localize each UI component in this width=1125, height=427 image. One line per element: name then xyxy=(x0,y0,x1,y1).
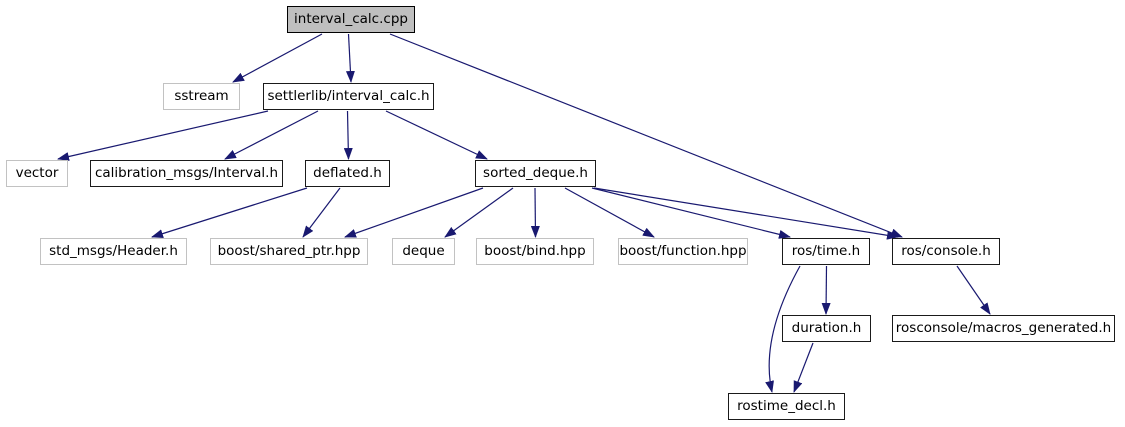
graph-node-std_msgs_header_h: std_msgs/Header.h xyxy=(40,238,187,265)
edge-deflated_h-to-boost_shared_ptr_hpp xyxy=(302,187,341,238)
graph-node-rostime_decl_h[interactable]: rostime_decl.h xyxy=(728,393,845,420)
graph-node-rosconsole_macros_generated_h[interactable]: rosconsole/macros_generated.h xyxy=(892,315,1115,342)
graph-node-label: rostime_decl.h xyxy=(737,397,836,414)
graph-node-label: deque xyxy=(402,242,445,259)
graph-node-settlerlib_interval_calc_h[interactable]: settlerlib/interval_calc.h xyxy=(263,83,434,110)
graph-node-label: ros/console.h xyxy=(901,242,991,259)
graph-node-label: sstream xyxy=(174,87,229,104)
edge-duration_h-to-rostime_decl_h xyxy=(793,342,814,393)
graph-node-label: ros/time.h xyxy=(791,242,861,259)
edge-sorted_deque_h-to-boost_function_hpp xyxy=(564,187,655,238)
graph-node-boost_function_hpp: boost/function.hpp xyxy=(618,238,748,265)
edge-settlerlib_interval_calc_h-to-deflated_h xyxy=(343,110,353,160)
graph-node-interval_calc_cpp: interval_calc.cpp xyxy=(287,6,415,33)
graph-node-label: rosconsole/macros_generated.h xyxy=(895,319,1112,336)
edge-interval_calc_cpp-to-sstream xyxy=(232,33,323,83)
graph-node-boost_bind_hpp: boost/bind.hpp xyxy=(476,238,594,265)
graph-node-deque: deque xyxy=(392,238,455,265)
graph-node-label: sorted_deque.h xyxy=(483,164,588,181)
graph-node-calibration_msgs_interval_h[interactable]: calibration_msgs/Interval.h xyxy=(90,160,283,187)
graph-node-vector: vector xyxy=(6,160,68,187)
edge-sorted_deque_h-to-boost_bind_hpp xyxy=(530,187,540,238)
graph-node-label: duration.h xyxy=(791,319,862,336)
edge-deflated_h-to-std_msgs_header_h xyxy=(151,187,308,238)
graph-node-label: boost/function.hpp xyxy=(619,242,747,259)
graph-node-duration_h[interactable]: duration.h xyxy=(782,315,871,342)
graph-node-label: interval_calc.cpp xyxy=(294,10,408,27)
edge-settlerlib_interval_calc_h-to-vector xyxy=(57,110,269,161)
graph-node-ros_time_h[interactable]: ros/time.h xyxy=(782,238,870,265)
graph-node-boost_shared_ptr_hpp: boost/shared_ptr.hpp xyxy=(210,238,368,265)
graph-node-label: boost/bind.hpp xyxy=(484,242,586,259)
edge-sorted_deque_h-to-ros_time_h xyxy=(591,187,791,239)
graph-node-label: settlerlib/interval_calc.h xyxy=(267,87,430,104)
edge-interval_calc_cpp-to-ros_console_h xyxy=(389,33,903,238)
graph-node-label: boost/shared_ptr.hpp xyxy=(217,242,361,259)
edge-settlerlib_interval_calc_h-to-sorted_deque_h xyxy=(385,110,488,160)
edge-interval_calc_cpp-to-settlerlib_interval_calc_h xyxy=(345,33,355,83)
edge-ros_console_h-to-rosconsole_macros_generated_h xyxy=(956,265,991,315)
graph-node-ros_console_h[interactable]: ros/console.h xyxy=(892,238,1000,265)
graph-node-label: deflated.h xyxy=(313,164,382,181)
edge-sorted_deque_h-to-boost_shared_ptr_hpp xyxy=(344,187,484,238)
edge-ros_time_h-to-duration_h xyxy=(821,265,831,315)
graph-node-sorted_deque_h[interactable]: sorted_deque.h xyxy=(475,160,596,187)
edge-sorted_deque_h-to-ros_console_h xyxy=(593,187,899,240)
graph-node-sstream: sstream xyxy=(163,83,240,110)
edge-settlerlib_interval_calc_h-to-calibration_msgs_interval_h xyxy=(224,110,319,160)
graph-node-deflated_h[interactable]: deflated.h xyxy=(305,160,390,187)
graph-node-label: std_msgs/Header.h xyxy=(49,242,178,259)
graph-node-label: calibration_msgs/Interval.h xyxy=(94,164,279,181)
edge-sorted_deque_h-to-deque xyxy=(444,187,514,238)
graph-node-label: vector xyxy=(15,164,59,181)
